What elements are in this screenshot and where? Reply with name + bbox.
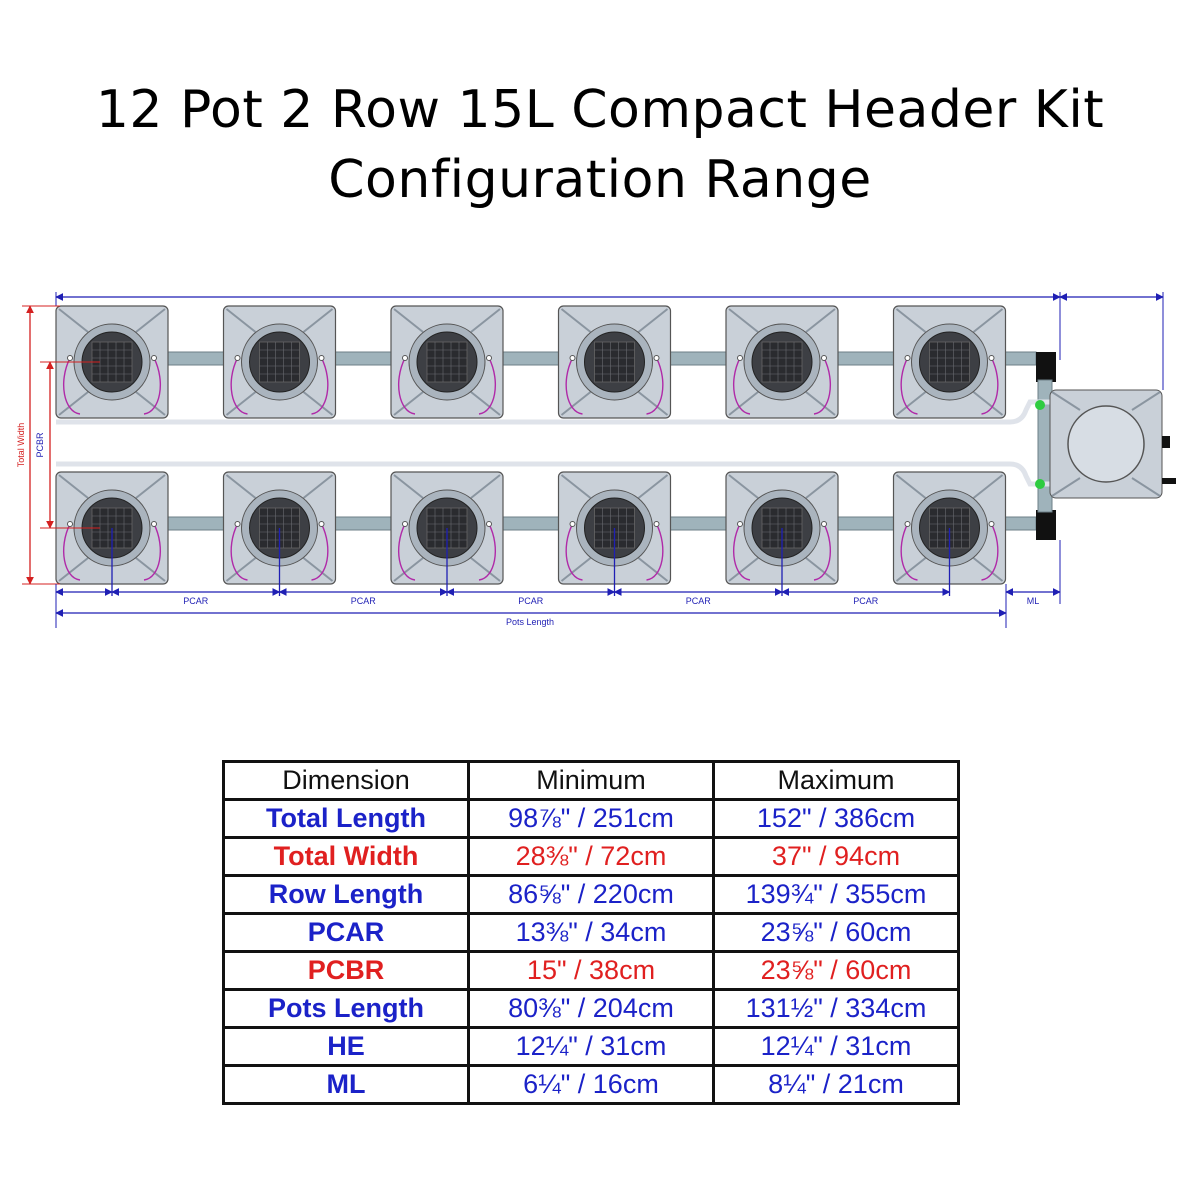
top-return-hose: [56, 399, 1050, 425]
pcar-label: PCAR: [351, 596, 377, 606]
pot: [557, 305, 672, 419]
cell-minimum: 28⅜" / 72cm: [467, 836, 715, 877]
cell-minimum: 15" / 38cm: [467, 950, 715, 991]
cell-maximum: 139¾" / 355cm: [712, 874, 960, 915]
header-maximum: Maximum: [712, 760, 960, 801]
top-row-pipe: [55, 351, 1037, 366]
cell-maximum: 8¼" / 21cm: [712, 1064, 960, 1105]
total-width-label: Total Width: [16, 423, 26, 468]
pot: [725, 305, 839, 419]
cell-minimum: 13⅜" / 34cm: [467, 912, 715, 953]
ml-label: ML: [1027, 596, 1040, 606]
cell-maximum: 152" / 386cm: [712, 798, 960, 839]
cell-minimum: 86⅝" / 220cm: [467, 874, 715, 915]
pot: [55, 471, 169, 596]
table-header-row: Dimension Minimum Maximum: [222, 760, 960, 801]
pot: [222, 305, 337, 419]
cell-minimum: 12¼" / 31cm: [467, 1026, 715, 1067]
cell-dimension: Total Width: [222, 836, 470, 877]
cell-maximum: 12¼" / 31cm: [712, 1026, 960, 1067]
cell-dimension: ML: [222, 1064, 470, 1105]
cell-dimension: Total Length: [222, 798, 470, 839]
bottom-return-hose: [56, 461, 1050, 487]
kit-layout-diagram: Total Width PCBR PCAR PCAR PCAR PCAR PCAR ML…: [16, 292, 1176, 628]
pcar-label: PCAR: [183, 596, 209, 606]
bottom-row-pipe: [55, 516, 1037, 531]
cell-dimension: Row Length: [222, 874, 470, 915]
cell-dimension: HE: [222, 1026, 470, 1067]
cell-minimum: 98⅞" / 251cm: [467, 798, 715, 839]
pot: [557, 471, 672, 596]
pot: [725, 471, 839, 596]
cell-minimum: 6¼" / 16cm: [467, 1064, 715, 1105]
pot: [55, 305, 169, 419]
page-title: 12 Pot 2 Row 15L Compact Header Kit: [95, 80, 1105, 140]
header-tank: [1049, 389, 1176, 499]
pcar-label: PCAR: [518, 596, 544, 606]
cell-maximum: 37" / 94cm: [712, 836, 960, 877]
header-minimum: Minimum: [467, 760, 715, 801]
bottom-valve: [1035, 479, 1045, 489]
pot: [390, 471, 504, 596]
pots-length-label: Pots Length: [506, 617, 554, 627]
pot: [892, 471, 1007, 596]
top-elbow: [1036, 352, 1056, 382]
bottom-elbow: [1036, 510, 1056, 540]
pot: [390, 305, 504, 419]
pots-group: [55, 305, 1007, 596]
cell-maximum: 23⅝" / 60cm: [712, 912, 960, 953]
pot: [222, 471, 337, 596]
cell-minimum: 80⅜" / 204cm: [467, 988, 715, 1029]
pcar-label: PCAR: [853, 596, 879, 606]
cell-dimension: PCAR: [222, 912, 470, 953]
top-valve: [1035, 400, 1045, 410]
header-dimension: Dimension: [222, 760, 470, 801]
pcar-label: PCAR: [686, 596, 712, 606]
page-subtitle: Configuration Range: [328, 150, 872, 210]
cell-maximum: 131½" / 334cm: [712, 988, 960, 1029]
cell-maximum: 23⅝" / 60cm: [712, 950, 960, 991]
pot: [892, 305, 1007, 419]
cell-dimension: PCBR: [222, 950, 470, 991]
cell-dimension: Pots Length: [222, 988, 470, 1029]
pcbr-label: PCBR: [35, 432, 45, 458]
dimension-lines: Total Width PCBR PCAR PCAR PCAR PCAR PCAR ML…: [16, 292, 1164, 628]
